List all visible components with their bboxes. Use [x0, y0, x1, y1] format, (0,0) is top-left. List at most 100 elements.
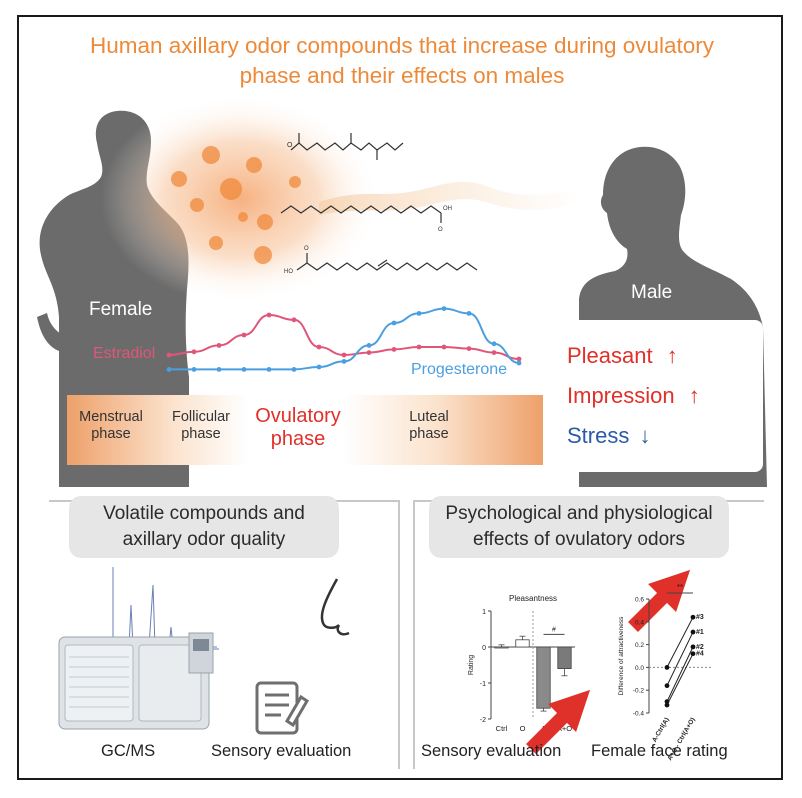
- effect-stress-text: Stress: [567, 423, 630, 448]
- gcms-instrument-icon: [58, 632, 214, 730]
- bar-chart-title: Pleasantness: [509, 594, 557, 603]
- effect-pleasant-text: Pleasant: [567, 343, 653, 368]
- odor-particles: [171, 146, 301, 264]
- left-panel-title-line1: Volatile compounds and: [103, 503, 305, 524]
- series-1-point: [441, 306, 447, 311]
- bar: [536, 646, 551, 709]
- left-sensory-label: Sensory evaluation: [211, 742, 352, 760]
- series-1-point: [291, 367, 297, 372]
- phase-follicular: Follicular phase: [161, 409, 241, 443]
- series-1-point: [216, 367, 222, 372]
- phase-ovulatory: Ovulatory phase: [243, 405, 353, 451]
- molecule-2-oh: OH: [443, 206, 452, 212]
- data-point: [690, 651, 696, 657]
- hormone-chart: [166, 306, 522, 372]
- estradiol-label: Estradiol: [93, 345, 156, 362]
- left-panel-title: Volatile compounds and axillary odor qua…: [69, 496, 339, 558]
- effect-stress: Stress ↓: [567, 423, 650, 449]
- series-1-point: [191, 367, 197, 372]
- data-point: [690, 629, 696, 635]
- x-tick-label: Ctrl: [496, 724, 508, 733]
- series-line-0: [168, 313, 520, 360]
- series-0-point: [391, 347, 397, 352]
- gcms-label: GC/MS: [101, 742, 156, 760]
- top-illustration: O OH O HO O: [37, 94, 767, 487]
- phase-follicular-line2: phase: [181, 426, 221, 442]
- molecule-1-oxygen: O: [287, 142, 293, 149]
- clipboard-icon: [255, 681, 310, 735]
- phase-luteal-line2: phase: [409, 426, 449, 442]
- molecule-2: [280, 205, 442, 223]
- pair-line: [666, 646, 694, 702]
- y-tick-label: 0.0: [635, 665, 644, 672]
- series-label: #4: [696, 651, 704, 658]
- y-tick-label: -1: [480, 681, 486, 688]
- left-panel-title-line2: axillary odor quality: [122, 529, 286, 550]
- series-1-point: [241, 367, 247, 372]
- molecule-1: [290, 133, 404, 160]
- series-0-point: [441, 344, 447, 350]
- series-0-point: [341, 352, 347, 358]
- female-label: Female: [89, 299, 153, 320]
- y-tick-label: 1: [482, 609, 486, 616]
- right-panel-title: Psychological and physiological effects …: [429, 496, 729, 558]
- phase-luteal: Luteal phase: [389, 409, 469, 443]
- title-line-1: Human axillary odor compounds that incre…: [89, 33, 715, 58]
- right-panel-title-line2: effects of ovulatory odors: [473, 529, 685, 550]
- significance-mark: **: [677, 583, 683, 592]
- up-arrow-icon: ↑: [688, 383, 700, 408]
- series-0-point: [516, 356, 522, 362]
- y-axis-label: Difference of attractiveness: [618, 616, 625, 695]
- data-point: [664, 683, 670, 689]
- pair-line: [666, 617, 694, 668]
- y-tick-label: 0.4: [635, 619, 644, 626]
- bar: [494, 646, 509, 649]
- effects-box: [551, 320, 763, 472]
- series-1-point: [391, 320, 397, 326]
- effect-impression: Impression ↑: [567, 383, 700, 409]
- phase-menstrual-line1: Menstrual: [79, 409, 143, 425]
- phase-luteal-line1: Luteal: [409, 409, 449, 425]
- molecule-3-oxygen: O: [304, 246, 309, 252]
- phase-ovulatory-line1: Ovulatory: [255, 405, 341, 427]
- odor-wisp: [319, 181, 579, 215]
- face-rating-label: Female face rating: [591, 742, 728, 760]
- down-arrow-icon: ↓: [639, 423, 651, 448]
- x-tick-label: A-Ctrl(A): [651, 717, 671, 744]
- data-point: [664, 702, 670, 708]
- y-tick-label: 0: [482, 645, 486, 652]
- series-0-point: [241, 332, 247, 338]
- title-line-2: phase and their effects on males: [239, 63, 565, 88]
- y-tick-label: -0.4: [633, 711, 645, 718]
- phase-menstrual-line2: phase: [91, 426, 131, 442]
- phase-ovulatory-line2: phase: [270, 428, 326, 450]
- series-0-point: [291, 317, 297, 323]
- series-1-point: [466, 311, 472, 316]
- effect-impression-text: Impression: [567, 383, 675, 408]
- pair-line: [666, 653, 694, 706]
- series-1-point: [316, 364, 322, 370]
- series-0-point: [366, 350, 372, 355]
- significance-mark: #: [552, 626, 556, 633]
- x-tick-label: A+O: [557, 724, 572, 733]
- up-arrow-icon: ↑: [666, 343, 678, 368]
- nose-icon: [320, 578, 350, 636]
- series-1-point: [341, 359, 347, 364]
- graphical-abstract: Human axillary odor compounds that incre…: [17, 15, 783, 780]
- red-arrow-icon: [526, 689, 591, 754]
- right-sensory-label: Sensory evaluation: [421, 742, 562, 760]
- phase-menstrual: Menstrual phase: [71, 409, 151, 443]
- series-0-point: [191, 349, 197, 355]
- series-1-point: [491, 341, 497, 347]
- y-tick-label: 0.2: [635, 642, 644, 649]
- series-label: #1: [696, 629, 704, 636]
- series-0-point: [266, 312, 272, 318]
- x-tick-label: O: [520, 724, 526, 733]
- molecule-3-oh: HO: [284, 269, 293, 275]
- series-0-point: [491, 350, 497, 355]
- series-1-point: [166, 367, 172, 372]
- progesterone-label: Progesterone: [411, 361, 508, 378]
- series-label: #3: [696, 614, 704, 621]
- data-point: [690, 644, 696, 650]
